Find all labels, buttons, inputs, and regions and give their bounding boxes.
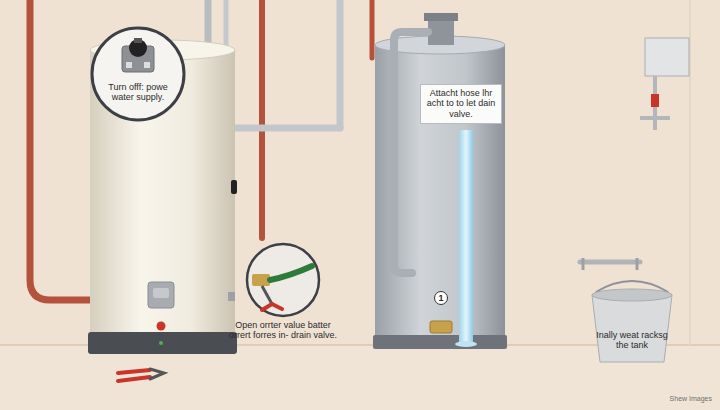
instruction-text: Open orrter value batter orrert forres i…: [228, 320, 338, 341]
instruction-box: Attacht hose lhr acht to to let dain val…: [420, 84, 502, 124]
bucket-note: Inally weat racksg the tank: [590, 330, 674, 351]
watermark: Shew Images: [632, 395, 712, 403]
callout-number: 1: [434, 291, 448, 305]
pliers: [118, 369, 164, 381]
callout-caption: Open orrter value batter orrert forres i…: [228, 320, 338, 341]
callout-bubble: Turn offf: powe water supply.: [100, 82, 176, 103]
magnifier-drain-valve: [247, 244, 319, 316]
callout-number-text: 1: [435, 292, 447, 304]
instruction-text: Turn offf: powe water supply.: [100, 82, 176, 103]
wall-fixtures: [580, 38, 689, 270]
right-water-heater: [373, 13, 507, 349]
instruction-text: Attacht hose lhr acht to to let dain val…: [424, 88, 498, 119]
left-water-heater: [88, 40, 237, 354]
magnifier-thermostat: [92, 28, 184, 120]
